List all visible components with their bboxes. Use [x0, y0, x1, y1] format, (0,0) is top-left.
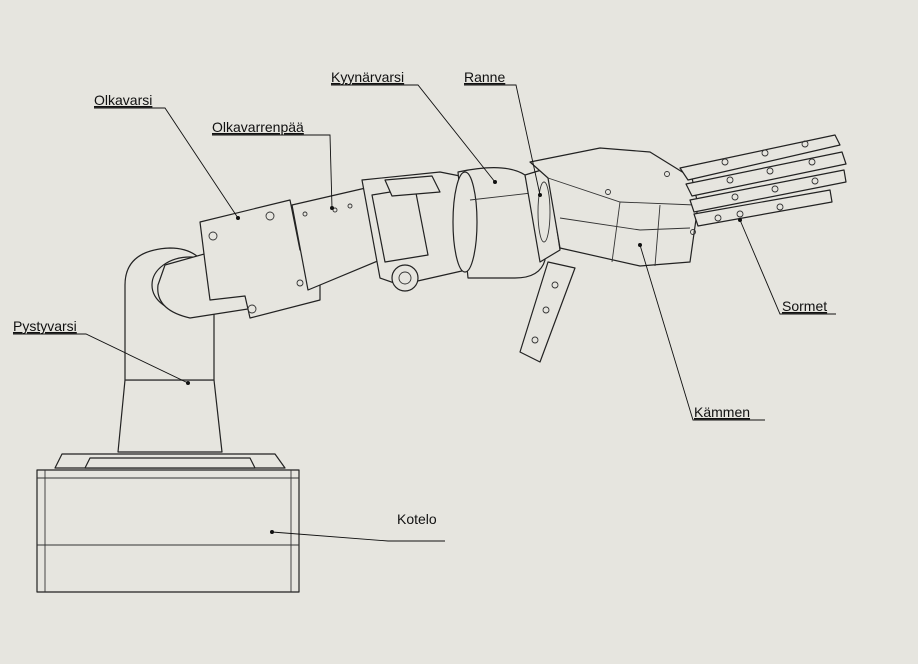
finger-1 — [679, 134, 841, 181]
palm-part — [529, 147, 699, 267]
label-pystyvarsi: Pystyvarsi — [13, 318, 77, 334]
fingers-part — [519, 134, 847, 363]
label-olkavarrenpaa: Olkavarrenpää — [212, 119, 304, 135]
thumb — [519, 261, 576, 363]
finger-4 — [693, 189, 833, 227]
elbow-joint-part — [361, 171, 476, 292]
labels: Olkavarsi Olkavarrenpää Kyynärvarsi Rann… — [13, 69, 827, 527]
label-kyynarvarsi: Kyynärvarsi — [331, 69, 404, 85]
label-kotelo: Kotelo — [397, 511, 437, 527]
finger-3 — [689, 169, 847, 213]
label-sormet: Sormet — [782, 298, 827, 314]
forearm-part — [452, 167, 546, 279]
housing-part — [36, 453, 300, 593]
upper-arm-part — [157, 199, 321, 319]
leader-lines — [13, 84, 836, 542]
label-kammen: Kämmen — [694, 404, 750, 420]
label-olkavarsi: Olkavarsi — [94, 92, 152, 108]
finger-2 — [685, 151, 847, 197]
label-ranne: Ranne — [464, 69, 505, 85]
